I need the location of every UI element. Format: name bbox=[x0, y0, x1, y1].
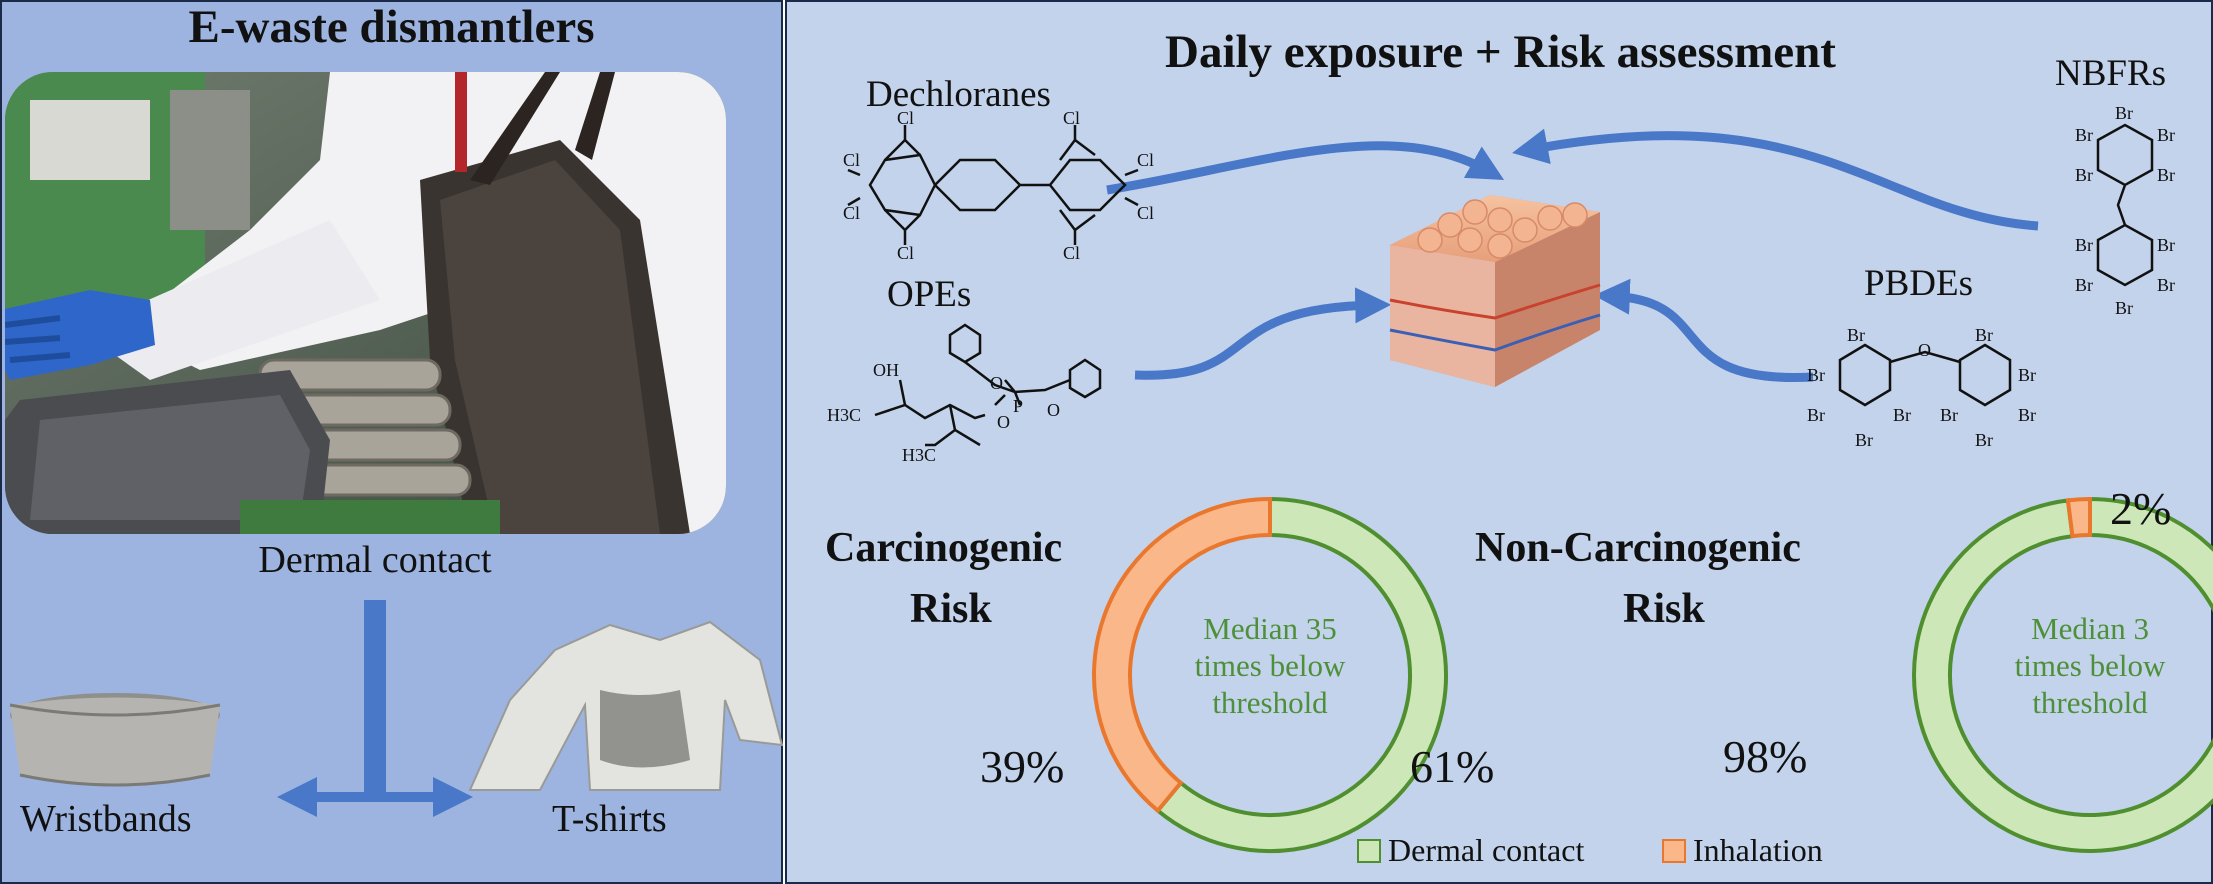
atom-oh: OH bbox=[873, 360, 899, 380]
carcinogenic-inhalation-pct: 39% bbox=[980, 741, 1065, 792]
legend-dermal-label: Dermal contact bbox=[1388, 832, 1585, 868]
tshirt-image bbox=[468, 620, 784, 791]
atom-cl: Cl bbox=[897, 108, 915, 128]
atom-br: Br bbox=[2157, 165, 2175, 185]
wristband-image bbox=[9, 693, 221, 787]
dechlorane-structure bbox=[847, 125, 1139, 245]
legend-swatch-inhalation bbox=[1662, 839, 1686, 863]
opes-label: OPEs bbox=[887, 274, 972, 315]
non-carcinogenic-slice-inhalation bbox=[2065, 496, 2092, 539]
non-carcinogenic-slice-dermal bbox=[1912, 496, 2213, 853]
atom-br: Br bbox=[2115, 298, 2133, 318]
carcinogenic-title: Carcinogenic bbox=[825, 525, 1063, 571]
exposure-arrows bbox=[1106, 128, 2039, 383]
atom-o: O bbox=[1918, 340, 1931, 360]
legend-swatch-dermal bbox=[1357, 839, 1381, 863]
atom-br: Br bbox=[1975, 325, 1993, 345]
skin-cross-section-icon bbox=[1389, 195, 1601, 387]
atom-cl: Cl bbox=[843, 203, 861, 223]
atom-cl: Cl bbox=[897, 243, 915, 263]
non-carcinogenic-title-risk: Risk bbox=[1623, 586, 1705, 632]
atom-h3c: H3C bbox=[902, 445, 937, 465]
nbfrs-label: NBFRs bbox=[2055, 53, 2167, 94]
atom-br: Br bbox=[2115, 103, 2133, 123]
non-carcinogenic-center-text: Median 3 times below threshold bbox=[2014, 611, 2166, 720]
pbde-structure bbox=[1838, 343, 2012, 407]
wristbands-label: Wristbands bbox=[20, 798, 192, 840]
atom-br: Br bbox=[2075, 275, 2093, 295]
non-carcinogenic-dermal-pct: 98% bbox=[1723, 731, 1808, 782]
non-carcinogenic-donut bbox=[1912, 496, 2213, 853]
atom-br: Br bbox=[1940, 405, 1958, 425]
atom-br: Br bbox=[2075, 165, 2093, 185]
nbfr-structure bbox=[2096, 123, 2154, 287]
ope-structure bbox=[874, 323, 1102, 447]
carcinogenic-slice-inhalation bbox=[1092, 496, 1272, 814]
pbdes-label: PBDEs bbox=[1864, 263, 1973, 304]
carcinogenic-dermal-pct: 61% bbox=[1410, 741, 1495, 792]
carcinogenic-title-risk: Risk bbox=[910, 586, 992, 632]
atom-br: Br bbox=[1807, 405, 1825, 425]
atom-o: O bbox=[1047, 400, 1060, 420]
left-title: E-waste dismantlers bbox=[188, 1, 595, 53]
atom-cl: Cl bbox=[843, 150, 861, 170]
photo-caption: Dermal contact bbox=[258, 539, 492, 581]
atom-br: Br bbox=[1855, 430, 1873, 450]
atom-o: O bbox=[997, 412, 1010, 432]
atom-br: Br bbox=[1807, 365, 1825, 385]
atom-cl: Cl bbox=[1137, 203, 1155, 223]
carcinogenic-donut bbox=[1092, 496, 1448, 853]
atom-br: Br bbox=[2157, 275, 2175, 295]
non-carcinogenic-title: Non-Carcinogenic bbox=[1475, 525, 1801, 571]
atom-br: Br bbox=[1847, 325, 1865, 345]
atom-br: Br bbox=[2157, 235, 2175, 255]
legend-inhalation-label: Inhalation bbox=[1693, 832, 1823, 868]
atom-br: Br bbox=[2018, 405, 2036, 425]
carcinogenic-center-text: Median 35 times below threshold bbox=[1194, 611, 1346, 720]
atom-br: Br bbox=[1975, 430, 1993, 450]
tshirts-label: T-shirts bbox=[552, 798, 667, 840]
atom-cl: Cl bbox=[1137, 150, 1155, 170]
atom-br: Br bbox=[2018, 365, 2036, 385]
split-arrow bbox=[277, 600, 473, 817]
atom-h3c: H3C bbox=[827, 405, 862, 425]
atom-o: O bbox=[990, 373, 1003, 393]
atom-br: Br bbox=[1893, 405, 1911, 425]
atom-cl: Cl bbox=[1063, 243, 1081, 263]
atom-br: Br bbox=[2075, 235, 2093, 255]
atom-br: Br bbox=[2075, 125, 2093, 145]
worker-photo bbox=[5, 72, 726, 534]
atom-p: P bbox=[1013, 396, 1024, 416]
right-title: Daily exposure + Risk assessment bbox=[1165, 26, 1836, 78]
non-carcinogenic-inhalation-pct: 2% bbox=[2110, 483, 2172, 534]
dechloranes-label: Dechloranes bbox=[866, 74, 1051, 115]
atom-cl: Cl bbox=[1063, 108, 1081, 128]
atom-br: Br bbox=[2157, 125, 2175, 145]
carcinogenic-slice-dermal bbox=[1154, 496, 1448, 853]
